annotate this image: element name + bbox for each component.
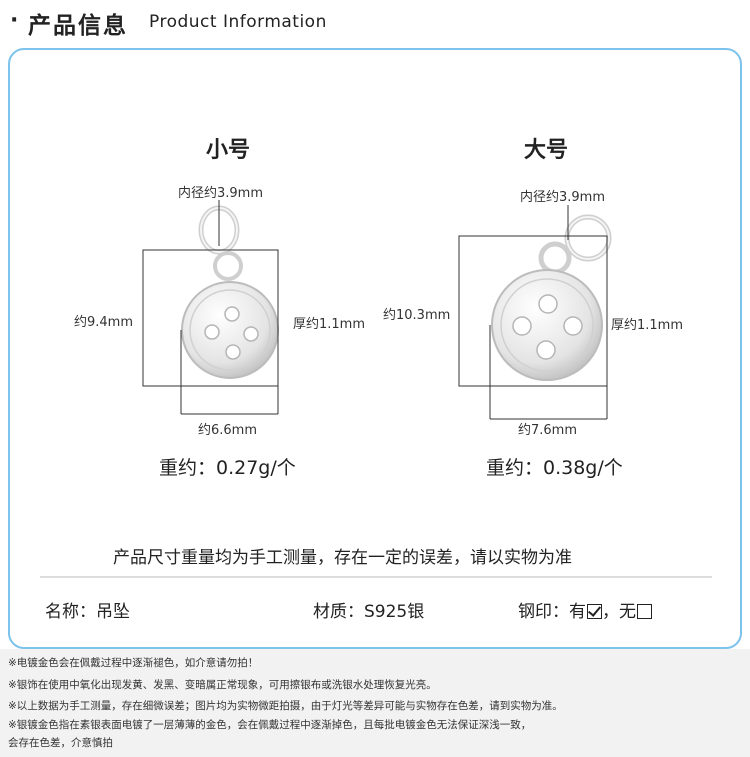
large-width: 约7.6mm [518, 423, 578, 438]
footer-note: 会存在色差，介意慎拍 [8, 737, 113, 749]
section-title-cn: 产品信息 [28, 13, 128, 39]
spec-stamp: 钢印：有 ，无 [518, 597, 652, 622]
product-info-panel [8, 48, 742, 649]
footer-note: ※银饰在使用中氧化出现发黄、发黑、变暗属正常现象，可用擦银布或洗银水处理恢复光亮… [8, 679, 437, 691]
small-width: 约6.6mm [198, 423, 258, 438]
footer-note: ※电镀金色会在佩戴过程中逐渐褪色，如介意请勿拍！ [8, 657, 259, 669]
large-thickness: 厚约1.1mm [611, 318, 684, 333]
small-dimension-lines [142, 200, 279, 415]
large-size-title: 大号 [524, 138, 569, 163]
spec-material: 材质：S925银 [313, 602, 425, 622]
small-inner-diameter: 内径约3.9mm [178, 186, 264, 201]
stamp-no-label: ，无 [602, 602, 636, 622]
footer-note: ※以上数据为手工测量，存在细微误差；图片均为实物微距拍摄，由于灯光等差异可能与实… [8, 700, 563, 712]
measurement-note: 产品尺寸重量均为手工测量，存在一定的误差，请以实物为准 [113, 548, 572, 568]
stamp-yes-checkbox [587, 604, 602, 619]
large-weight: 重约：0.38g/个 [486, 457, 623, 479]
footer-notes: ※电镀金色会在佩戴过程中逐渐褪色，如介意请勿拍！ ※银饰在使用中氧化出现发黄、发… [0, 649, 750, 757]
small-weight: 重约：0.27g/个 [159, 457, 296, 479]
small-height: 约9.4mm [74, 315, 134, 330]
header-bullet: · [10, 8, 19, 33]
large-dimension-lines [458, 205, 608, 420]
footer-note: ※银镀金色指在素银表面电镀了一层薄薄的金色，会在佩戴过程中逐渐掉色，且每批电镀金… [8, 719, 532, 731]
small-size-title: 小号 [206, 138, 251, 163]
large-height: 约10.3mm [383, 308, 451, 323]
small-thickness: 厚约1.1mm [293, 317, 366, 332]
spec-name: 名称：吊坠 [45, 602, 130, 622]
stamp-no-checkbox [637, 604, 652, 619]
small-pendant-image [181, 205, 279, 379]
large-pendant-image [491, 214, 612, 381]
large-inner-diameter: 内径约3.9mm [520, 190, 606, 205]
stamp-label: 钢印：有 [518, 602, 586, 622]
section-header: · 产品信息 Product Information [0, 0, 750, 42]
section-title-en: Product Information [149, 12, 327, 32]
